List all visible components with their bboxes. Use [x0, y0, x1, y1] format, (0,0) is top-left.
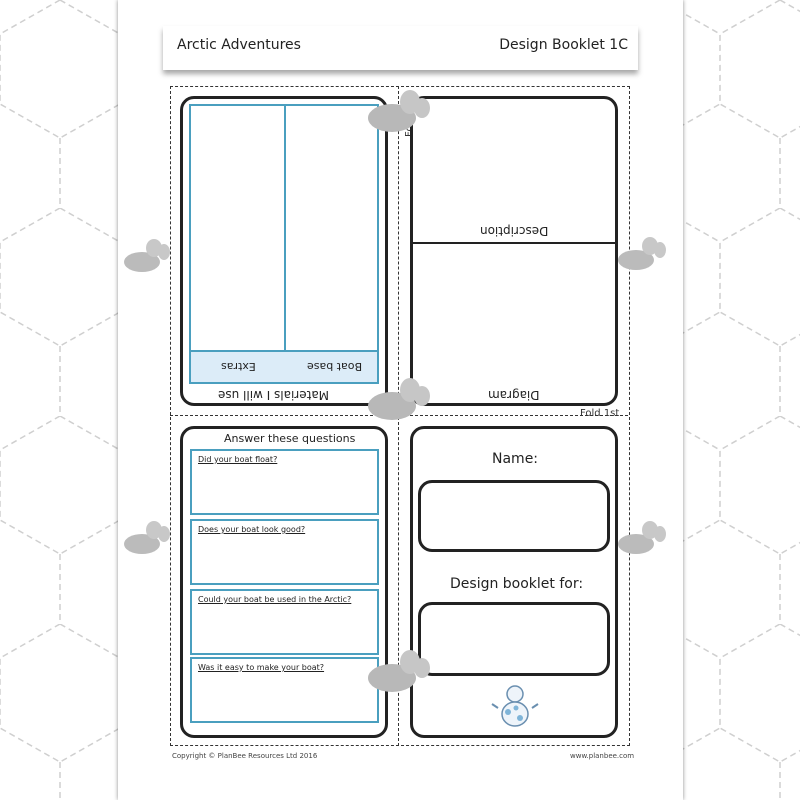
design-divider [412, 242, 616, 244]
bee-icon [618, 521, 666, 554]
page-header: Arctic Adventures Design Booklet 1C [163, 26, 638, 70]
design-for-label: Design booklet for: [450, 576, 584, 592]
bee-icon [124, 239, 170, 272]
design-panel [410, 96, 618, 406]
question-text: Does your boat look good? [198, 525, 306, 534]
bee-icon [124, 521, 170, 554]
column-header-boat-base: Boat base [307, 360, 363, 373]
description-label: Description [480, 224, 549, 238]
name-label: Name: [492, 451, 539, 467]
table-divider [284, 106, 286, 382]
questions-title: Answer these questions [224, 432, 356, 445]
question-text: Was it easy to make your boat? [198, 663, 325, 672]
bee-icon [368, 90, 430, 132]
website-link[interactable]: www.planbee.com [570, 752, 635, 760]
column-header-extras: Extras [221, 360, 256, 373]
fold-1st-label: Fold 1st [580, 408, 620, 419]
copyright-text: Copyright © PlanBee Resources Ltd 2016 [172, 752, 318, 760]
materials-title: Materials I will use [218, 388, 330, 402]
bee-icon [368, 650, 430, 692]
header-title-right: Design Booklet 1C [499, 37, 628, 53]
snowman-icon [491, 685, 539, 727]
diagram-label: Diagram [488, 388, 540, 402]
question-text: Did your boat float? [198, 455, 278, 464]
question-box[interactable]: Could your boat be used in the Arctic? [190, 589, 379, 655]
name-field[interactable] [418, 480, 610, 552]
question-box[interactable]: Was it easy to make your boat? [190, 657, 379, 723]
cut-border [170, 86, 630, 746]
question-text: Could your boat be used in the Arctic? [198, 595, 352, 604]
bee-icon [368, 378, 430, 420]
design-for-field[interactable] [418, 602, 610, 676]
materials-table: Boat base Extras [189, 104, 379, 384]
question-box[interactable]: Did your boat float? [190, 449, 379, 515]
question-box[interactable]: Does your boat look good? [190, 519, 379, 585]
header-title-left: Arctic Adventures [177, 37, 301, 53]
bee-icon [618, 237, 666, 270]
table-header-row: Boat base Extras [191, 350, 377, 382]
